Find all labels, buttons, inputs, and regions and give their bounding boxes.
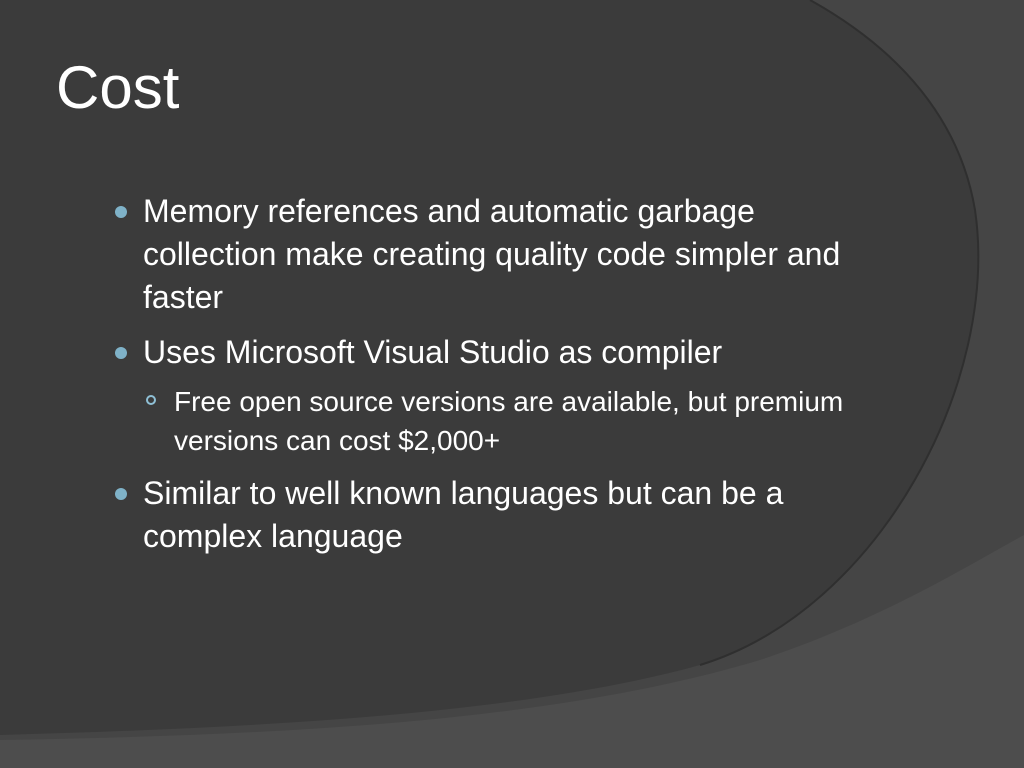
filled-circle-bullet-icon bbox=[115, 347, 127, 359]
sub-bullet-text: Free open source versions are available,… bbox=[174, 386, 844, 456]
filled-circle-bullet-icon bbox=[115, 488, 127, 500]
bullet-text: Memory references and automatic garbage … bbox=[143, 193, 841, 315]
hollow-circle-bullet-icon bbox=[146, 395, 156, 405]
background-curve-line bbox=[699, 0, 980, 666]
bullet-item: Memory references and automatic garbage … bbox=[112, 190, 892, 319]
filled-circle-bullet-icon bbox=[115, 206, 127, 218]
bullet-text: Similar to well known languages but can … bbox=[143, 475, 784, 554]
sub-bullet-item: Free open source versions are available,… bbox=[112, 382, 892, 460]
background-bottom-shape bbox=[0, 535, 1024, 768]
slide-content: Memory references and automatic garbage … bbox=[112, 190, 892, 570]
bullet-text: Uses Microsoft Visual Studio as compiler bbox=[143, 334, 723, 370]
slide-title: Cost bbox=[56, 54, 180, 121]
bullet-item: Similar to well known languages but can … bbox=[112, 472, 892, 558]
bullet-item: Uses Microsoft Visual Studio as compiler bbox=[112, 331, 892, 374]
